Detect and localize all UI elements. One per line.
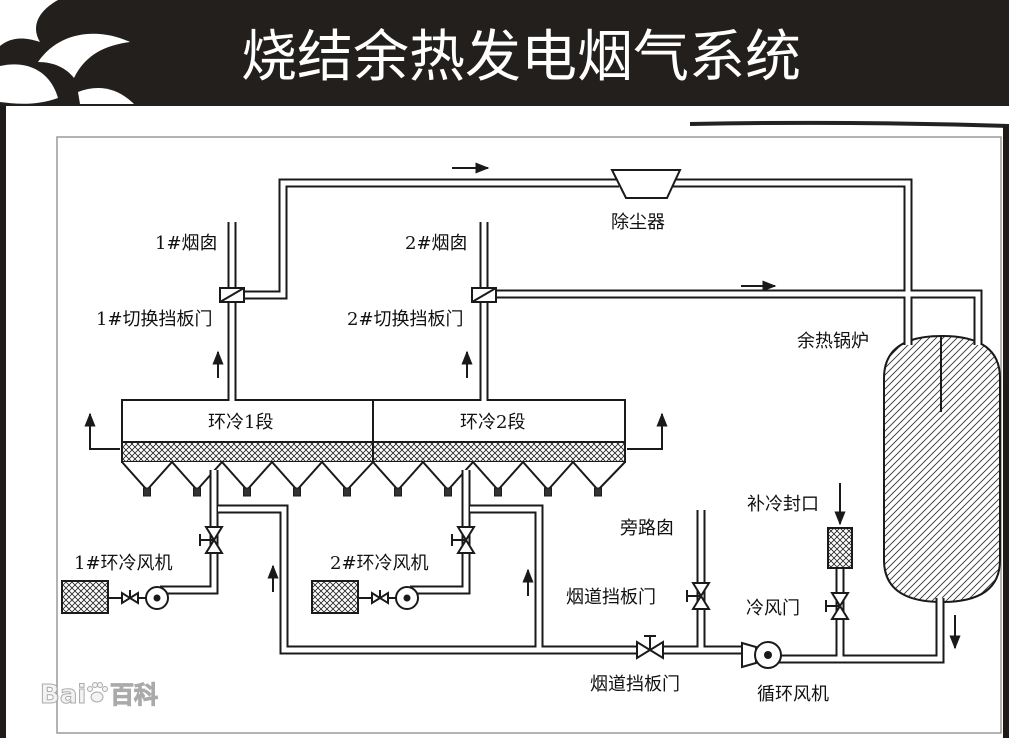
hopper-outlet [394,487,402,497]
cooler-fan-1-valve [199,526,224,554]
hopper-outlet [193,487,201,497]
hopper-outlet [444,487,452,497]
cooler-fan-1-motor [61,580,109,614]
header-underline [689,120,1009,128]
circulation-fan [741,641,782,669]
header-bar [0,0,1009,106]
label-flue-damper: 烟道挡板门 [590,674,680,695]
flow-arrow-right-cooler [627,412,668,450]
cooler-fan-2-valve [451,526,476,554]
hopper-outlet [594,487,602,497]
cold-air-door-valve [825,592,850,620]
ring-cooler [121,399,626,497]
valve-body [830,604,850,620]
label-cooler-fan-1: 1#环冷风机 [74,553,173,574]
label-bypass-damper: 烟道挡板门 [566,587,656,608]
flow-arrows [84,162,961,650]
switch-damper-2-blade [471,287,497,303]
label-cold-seal-inlet: 补冷封口 [747,494,819,515]
valve-body [456,538,476,554]
logo-swirl-icon [0,0,134,104]
cooler-fan-2-motor [311,580,359,614]
label-waste-heat-boiler: 余热锅炉 [797,331,869,352]
switch-damper-2 [471,287,497,303]
label-stack-1: 1#烟囱 [155,233,218,254]
label-ring-cooler-2: 环冷2段 [460,412,525,433]
left-edge-strip [0,106,6,738]
slide-title: 烧结余热发电烟气系统 [241,25,801,90]
baidu-watermark: Bai 百科 [40,680,159,711]
cooler-fan-1 [61,580,169,614]
label-circulation-fan: 循环风机 [757,684,829,705]
cooler-fan-2-hub [403,594,411,602]
valve-body [204,538,224,554]
cold-seal-filter [827,527,853,569]
hopper-outlet [143,487,151,497]
flue-damper-valve [636,635,664,660]
valve-body [456,526,476,542]
hopper-outlet [544,487,552,497]
label-switch-damper-1: 1#切换挡板门 [96,309,213,330]
valve-body [691,594,711,610]
cooler-fan-1-hub [153,594,161,602]
flow-arrow-left-cooler [84,412,120,450]
label-cold-air-door: 冷风门 [746,598,800,619]
right-edge-strip [1003,126,1009,738]
valve-body [204,526,224,542]
paw-icon [87,682,108,703]
waste-heat-boiler [883,334,1001,604]
circulation-fan-inlet [741,641,757,669]
hopper-outlets [143,487,602,497]
label-cooler-fan-2: 2#环冷风机 [330,553,429,574]
valve-body [830,592,850,608]
watermark-baike: 百科 [110,681,158,709]
switch-damper-1-blade [219,287,245,303]
bypass-damper-valve [686,582,711,610]
label-stack-2: 2#烟囱 [405,233,468,254]
watermark-bai: Bai [40,680,86,710]
valve-body [648,640,664,660]
label-switch-damper-2: 2#切换挡板门 [347,309,464,330]
switch-damper-1 [219,287,245,303]
diagram-labels: 除尘器 1#烟囱 2#烟囱 1#切换挡板门 2#切换挡板门 余热锅炉 环冷1段 … [74,212,869,705]
dust-collector [610,169,682,199]
label-ring-cooler-1: 环冷1段 [208,412,273,433]
cooler-fan-2 [311,580,419,614]
hopper-outlet [293,487,301,497]
hopper-outlet [494,487,502,497]
hopper-outlet [243,487,251,497]
valve-body [636,640,652,660]
label-dust-collector: 除尘器 [611,212,665,233]
circulation-fan-hub [764,651,772,659]
valve-body [691,582,711,598]
cooler-fan-1-coupling [121,591,132,605]
label-bypass-stack: 旁路囱 [620,518,674,539]
cooler-fan-2-coupling [371,591,382,605]
hopper-outlet [343,487,351,497]
